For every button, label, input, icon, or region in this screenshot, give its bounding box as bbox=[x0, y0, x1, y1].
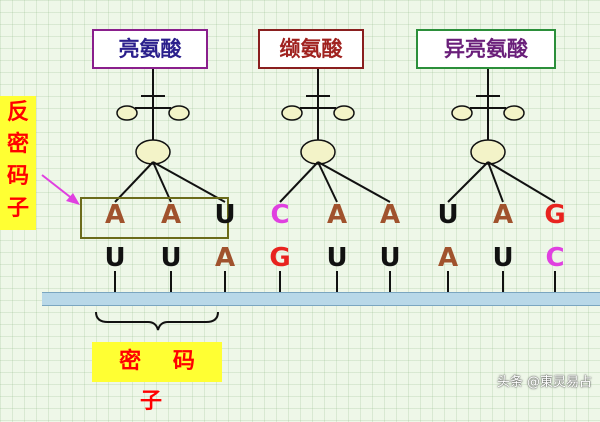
mrna-strand bbox=[42, 292, 600, 306]
amino-acid-valine-label: 缬氨酸 bbox=[258, 29, 364, 69]
codon-base: G bbox=[269, 243, 291, 273]
diagram-lines bbox=[41, 66, 556, 331]
codon-base: U bbox=[104, 243, 126, 273]
trna-d-loop bbox=[281, 105, 303, 121]
codon-label: 密 码 子 bbox=[92, 342, 222, 414]
trna-d-loop bbox=[451, 105, 473, 121]
anticodon-base: U bbox=[437, 200, 459, 230]
trna-base-connector bbox=[152, 161, 226, 203]
watermark: 头条 @東灵易占 bbox=[496, 375, 592, 390]
trna-base-connector bbox=[317, 161, 338, 203]
anticodon-base: C bbox=[270, 200, 290, 230]
trna-base-connector bbox=[447, 161, 489, 203]
trna-anticodon-loop bbox=[300, 139, 336, 165]
codon-base: U bbox=[492, 243, 514, 273]
codon-base: C bbox=[545, 243, 565, 273]
anticodon-base: A bbox=[492, 200, 514, 230]
anticodon-base: G bbox=[544, 200, 566, 230]
amino-acid-isoleucine-label: 异亮氨酸 bbox=[416, 29, 556, 69]
anticodon-base: U bbox=[214, 200, 236, 230]
codon-brace bbox=[95, 311, 219, 331]
codon-base: A bbox=[437, 243, 459, 273]
codon-base: U bbox=[379, 243, 401, 273]
trna-d-loop bbox=[116, 105, 138, 121]
amino-acid-leucine-label: 亮氨酸 bbox=[92, 29, 208, 69]
trna-base-connector bbox=[114, 161, 154, 203]
trna-base-connector bbox=[279, 161, 319, 203]
anticodon-base: A bbox=[326, 200, 348, 230]
trna-anticodon-loop bbox=[470, 139, 506, 165]
trna-base-connector bbox=[487, 161, 504, 203]
trna-base-connector bbox=[487, 161, 556, 203]
trna-base-connector bbox=[152, 161, 172, 203]
codon-base: U bbox=[160, 243, 182, 273]
trna-anticodon-loop bbox=[135, 139, 171, 165]
anticodon-arrow-head bbox=[66, 193, 80, 205]
anticodon-base: A bbox=[104, 200, 126, 230]
trna-base-connector bbox=[317, 161, 391, 203]
codon-base: U bbox=[326, 243, 348, 273]
anticodon-base: A bbox=[379, 200, 401, 230]
anticodon-base: A bbox=[160, 200, 182, 230]
trna-t-loop bbox=[503, 105, 525, 121]
anticodon-label: 反密码子 bbox=[0, 96, 36, 230]
anticodon-arrow-shaft bbox=[41, 174, 75, 201]
trna-t-loop bbox=[333, 105, 355, 121]
anticodon-highlight-box bbox=[80, 197, 229, 239]
codon-base: A bbox=[214, 243, 236, 273]
trna-t-loop bbox=[168, 105, 190, 121]
